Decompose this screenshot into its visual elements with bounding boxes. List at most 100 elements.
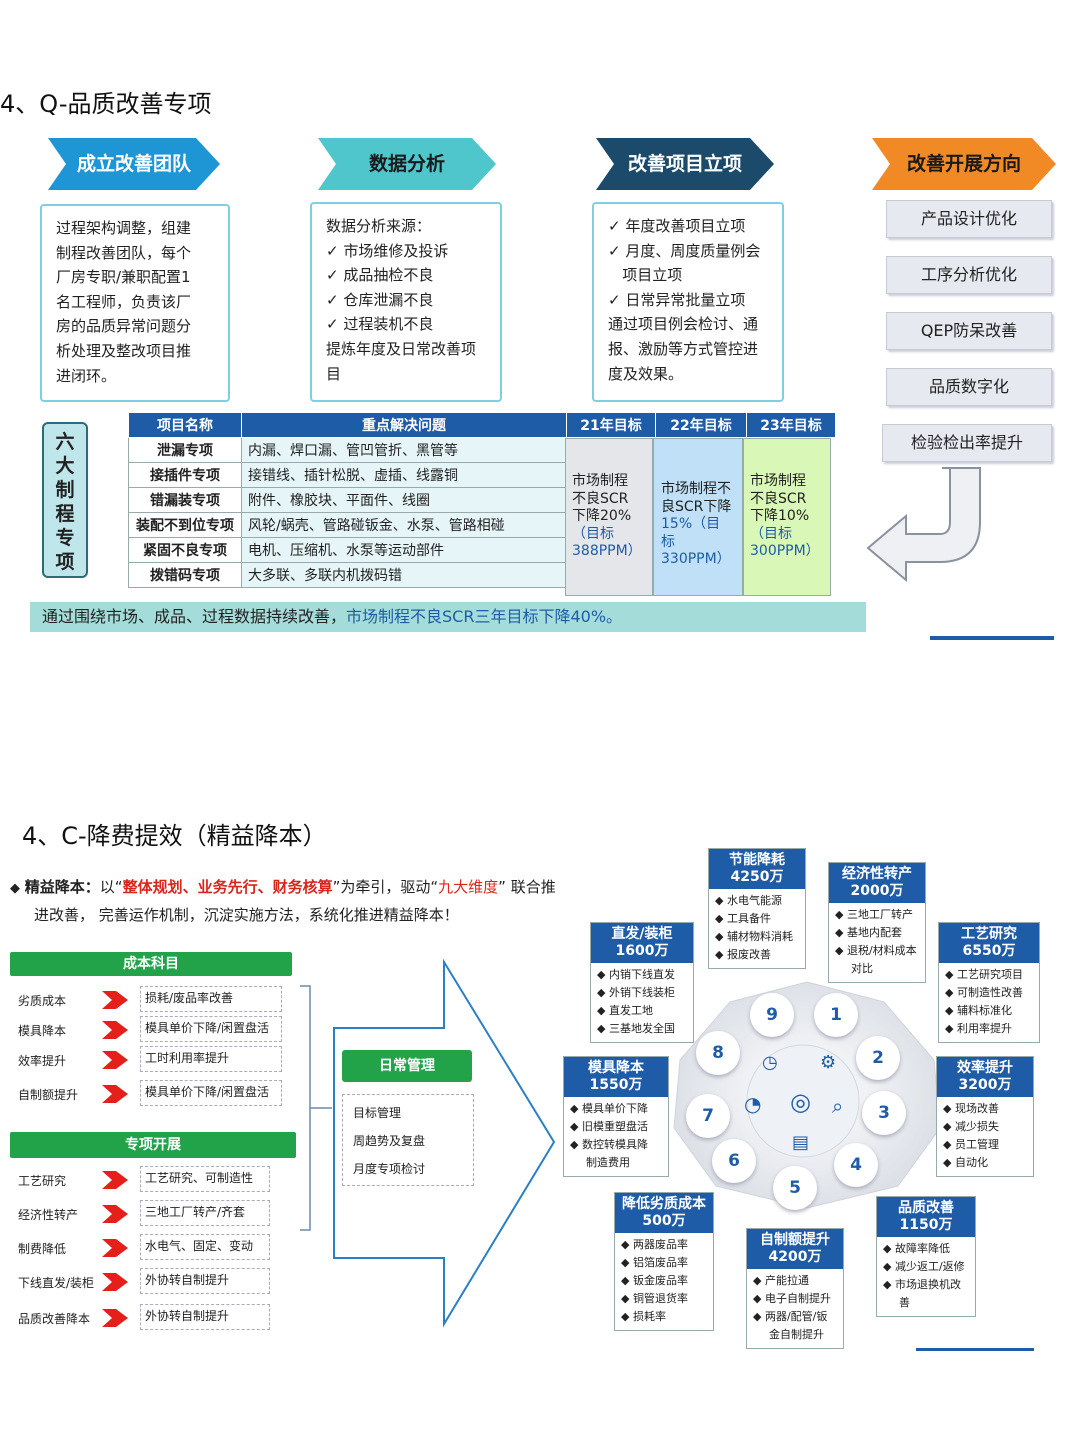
text-line: ✓ 月度、周度质量例会 — [608, 241, 761, 260]
wheel-number: 2 — [856, 1036, 900, 1080]
dimension-title: 工艺研究 — [961, 926, 1017, 942]
table-row: 装配不到位专项风轮/蜗壳、管路碰钣金、水泵、管路相碰 — [128, 512, 836, 538]
table-cell: 紧固不良专项 — [128, 537, 242, 563]
dimension-item-text: 金自制提升 — [769, 1328, 824, 1341]
intro-text: 以“ — [99, 878, 123, 896]
dimension-title: 直发/装柜 — [611, 926, 673, 942]
direction-item: 产品设计优化 — [886, 200, 1052, 238]
intro-text: ”为牵引，驱动“ — [332, 878, 439, 896]
dimension-amount: 4200万 — [768, 1249, 822, 1265]
dimension-item-text: 外销下线装柜 — [608, 986, 675, 999]
dimension-item: 金自制提升 — [747, 1326, 843, 1344]
target-icon: ◎ — [790, 1088, 811, 1116]
dimension-item: ◆ 数控转模具降 — [570, 1138, 648, 1151]
red-arrow-icon — [102, 1273, 128, 1291]
dimension-item-text: 制造费用 — [586, 1156, 630, 1169]
target-2022: 市场制程不 良SCR下降 15%（目 标330PPM） — [653, 438, 743, 596]
text-line: 通过项目例会检讨、通 — [608, 315, 759, 334]
special-item-label: 下线直发/装柜 — [18, 1276, 95, 1290]
text-line: ✓ 仓库泄漏不良 — [326, 290, 434, 309]
dimension-item-text: 钣金废品率 — [632, 1274, 688, 1287]
dimension-item: ◆ 水电气能源 — [715, 894, 782, 907]
vertical-char: 专 — [55, 527, 75, 549]
table-row: 接插件专项接错线、插针松脱、虚插、线露铜 — [128, 462, 836, 488]
text-line: 进闭环。 — [56, 366, 117, 385]
red-arrow-icon — [102, 1171, 128, 1189]
table-header: 项目名称 — [128, 412, 242, 438]
target-line: 不良SCR — [572, 490, 629, 507]
text-line: ✓ 年度改善项目立项 — [608, 217, 746, 235]
daily-management-box: 目标管理 周趋势及复盘 月度专项检讨 — [342, 1094, 474, 1186]
dimension-item-text: 报废改善 — [726, 948, 771, 961]
wheel-number: 1 — [814, 993, 858, 1037]
dimension-title: 效率提升 — [957, 1060, 1013, 1076]
table-row: 错漏装专项附件、橡胶块、平面件、线圈 — [128, 487, 836, 513]
intro-text: ” 联合推 — [498, 878, 556, 896]
text-line: 名工程师，负责该厂 — [56, 292, 192, 311]
dimension-item-text: 数控转模具降 — [581, 1138, 648, 1151]
dimension-item-text: 减少返工/返修 — [894, 1260, 965, 1273]
text-line: 房的品质异常问题分 — [56, 317, 192, 336]
daily-item: 周趋势及复盘 — [353, 1134, 426, 1148]
text-line: 制程改善团队，每个 — [56, 243, 192, 262]
text-line: 目 — [326, 364, 342, 383]
six-projects-vertical-label: 六 大 制 程 专 项 — [42, 422, 88, 578]
table-header: 23年目标 — [746, 412, 836, 438]
dimension-item: 善 — [877, 1294, 975, 1312]
table-cell: 接错线、插针松脱、虚插、线露铜 — [241, 462, 567, 488]
wheel-number: 4 — [834, 1143, 878, 1187]
dimension-item: ◆ 三基地发全国 — [597, 1022, 675, 1035]
special-projects-header: 专项开展 — [10, 1132, 296, 1158]
table-header: 21年目标 — [566, 412, 656, 438]
dimension-item: ◆ 辅材物料消耗 — [715, 930, 793, 943]
wheel-number: 3 — [862, 1091, 906, 1135]
dimension-item-text: 基地内配套 — [846, 926, 902, 939]
dimension-item-text: 内销下线直发 — [608, 968, 675, 981]
dimension-title: 品质改善 — [898, 1200, 954, 1216]
intro-line-2: 进改善， 完善运作机制，沉淀实施方法，系统化推进精益降本！ — [34, 906, 459, 924]
divider — [930, 636, 1054, 640]
target-line: 市场制程 — [572, 473, 628, 489]
target-line: 不良SCR — [750, 490, 807, 507]
dimension-item-text: 辅料标准化 — [956, 1004, 1012, 1017]
intro-red: 整体规划、业务先行、财务核算 — [122, 878, 333, 896]
intro-bold: 精益降本： — [24, 878, 100, 896]
dimension-item-text: 工艺研究项目 — [956, 968, 1023, 981]
dimension-amount: 1150万 — [899, 1217, 953, 1233]
text-line: 项目立项 — [608, 266, 683, 285]
table-row: 紧固不良专项电机、压缩机、水泵等运动部件 — [128, 537, 836, 563]
dimension-item-text: 辅材物料消耗 — [726, 930, 793, 943]
text-line: ✓ 成品抽检不良 — [326, 266, 434, 285]
wheel-number: 5 — [773, 1166, 817, 1210]
dimension-item: ◆ 市场退换机改 — [883, 1278, 961, 1291]
dimension-item-text: 铝箔废品率 — [632, 1256, 688, 1269]
red-arrow-icon — [102, 991, 128, 1009]
table-cell: 泄漏专项 — [128, 437, 242, 463]
target-line: 市场制程 — [750, 473, 806, 489]
direction-item: 品质数字化 — [886, 368, 1052, 406]
dimension-item: ◆ 现场改善 — [943, 1102, 999, 1115]
dimension-item: ◆ 铝箔废品率 — [621, 1256, 688, 1269]
summary-text: 通过围绕市场、成品、过程数据持续改善， — [42, 607, 347, 626]
clock-icon: ◷ — [762, 1052, 778, 1073]
special-item-detail: 水电气、固定、变动 — [140, 1234, 270, 1260]
dimension-item-text: 两器/配管/钣 — [764, 1310, 828, 1323]
dimension-item: ◆ 旧模重塑盘活 — [570, 1120, 648, 1133]
dimension-item-text: 损耗率 — [632, 1310, 666, 1323]
dimension-item-text: 铜管退货率 — [632, 1292, 688, 1305]
cost-item-detail: 损耗/废品率改善 — [140, 986, 282, 1012]
dimension-amount: 6550万 — [962, 943, 1016, 959]
target-line: 下降10% — [750, 508, 810, 525]
target-line: 标330PPM） — [661, 533, 731, 568]
target-line: 市场制程不 — [661, 481, 731, 497]
target-line: 15%（目 — [661, 516, 721, 533]
text-line: 析处理及整改项目推 — [56, 341, 192, 360]
dimension-title: 节能降耗 — [729, 852, 785, 868]
cost-item-label: 模具降本 — [18, 1024, 67, 1038]
banner-analysis-label: 数据分析 — [368, 153, 445, 175]
